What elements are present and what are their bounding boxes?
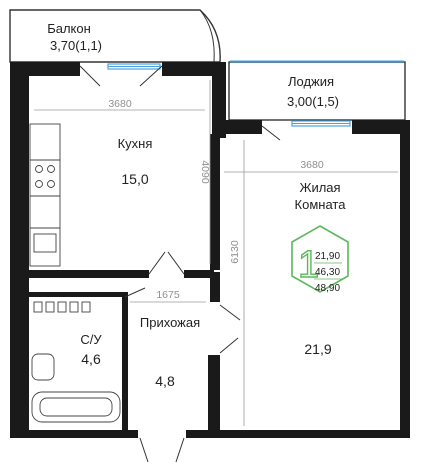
badge-living-area: 21,90	[315, 251, 340, 262]
kitchen-name: Кухня	[118, 136, 153, 151]
living-name-line2: Комната	[295, 197, 347, 212]
rooms-count: 1	[298, 244, 319, 286]
kitchen-depth-dim: 4090	[199, 160, 211, 184]
dimension-lines	[34, 80, 398, 426]
bathtub-icon	[31, 391, 121, 423]
kitchen-area: 15,0	[121, 171, 148, 187]
loggia-area: 3,00(1,5)	[287, 94, 339, 109]
balcony-name: Балкон	[47, 21, 91, 36]
toilet-icon	[31, 353, 55, 381]
hallway-width-dim: 1675	[156, 289, 180, 301]
stove-icon	[35, 165, 55, 188]
hallway-name: Прихожая	[140, 315, 200, 330]
doors	[79, 65, 281, 463]
badge-total-area: 48,90	[315, 283, 340, 294]
kitchen-counter	[29, 123, 61, 267]
loggia	[228, 61, 406, 121]
balcony	[9, 9, 221, 63]
bathroom-fixtures	[31, 301, 121, 423]
sink-icon	[33, 233, 57, 253]
bathroom-name: С/У	[80, 332, 102, 347]
badge-useful-area: 46,30	[315, 267, 340, 278]
windows	[107, 60, 404, 127]
loggia-name: Лоджия	[288, 74, 334, 89]
living-name-line1: Жилая	[299, 180, 340, 195]
living-area: 21,9	[304, 341, 331, 357]
walls	[10, 62, 410, 438]
kitchen-width-dim: 3680	[108, 98, 132, 110]
balcony-area: 3,70(1,1)	[50, 38, 102, 53]
apartment-area-badge: 1 21,90 46,30 48,90	[291, 225, 349, 294]
living-width-dim: 3680	[300, 159, 324, 171]
bathroom-area: 4,6	[81, 351, 101, 367]
living-depth-dim: 6130	[229, 240, 241, 264]
hallway-area: 4,8	[155, 373, 175, 389]
